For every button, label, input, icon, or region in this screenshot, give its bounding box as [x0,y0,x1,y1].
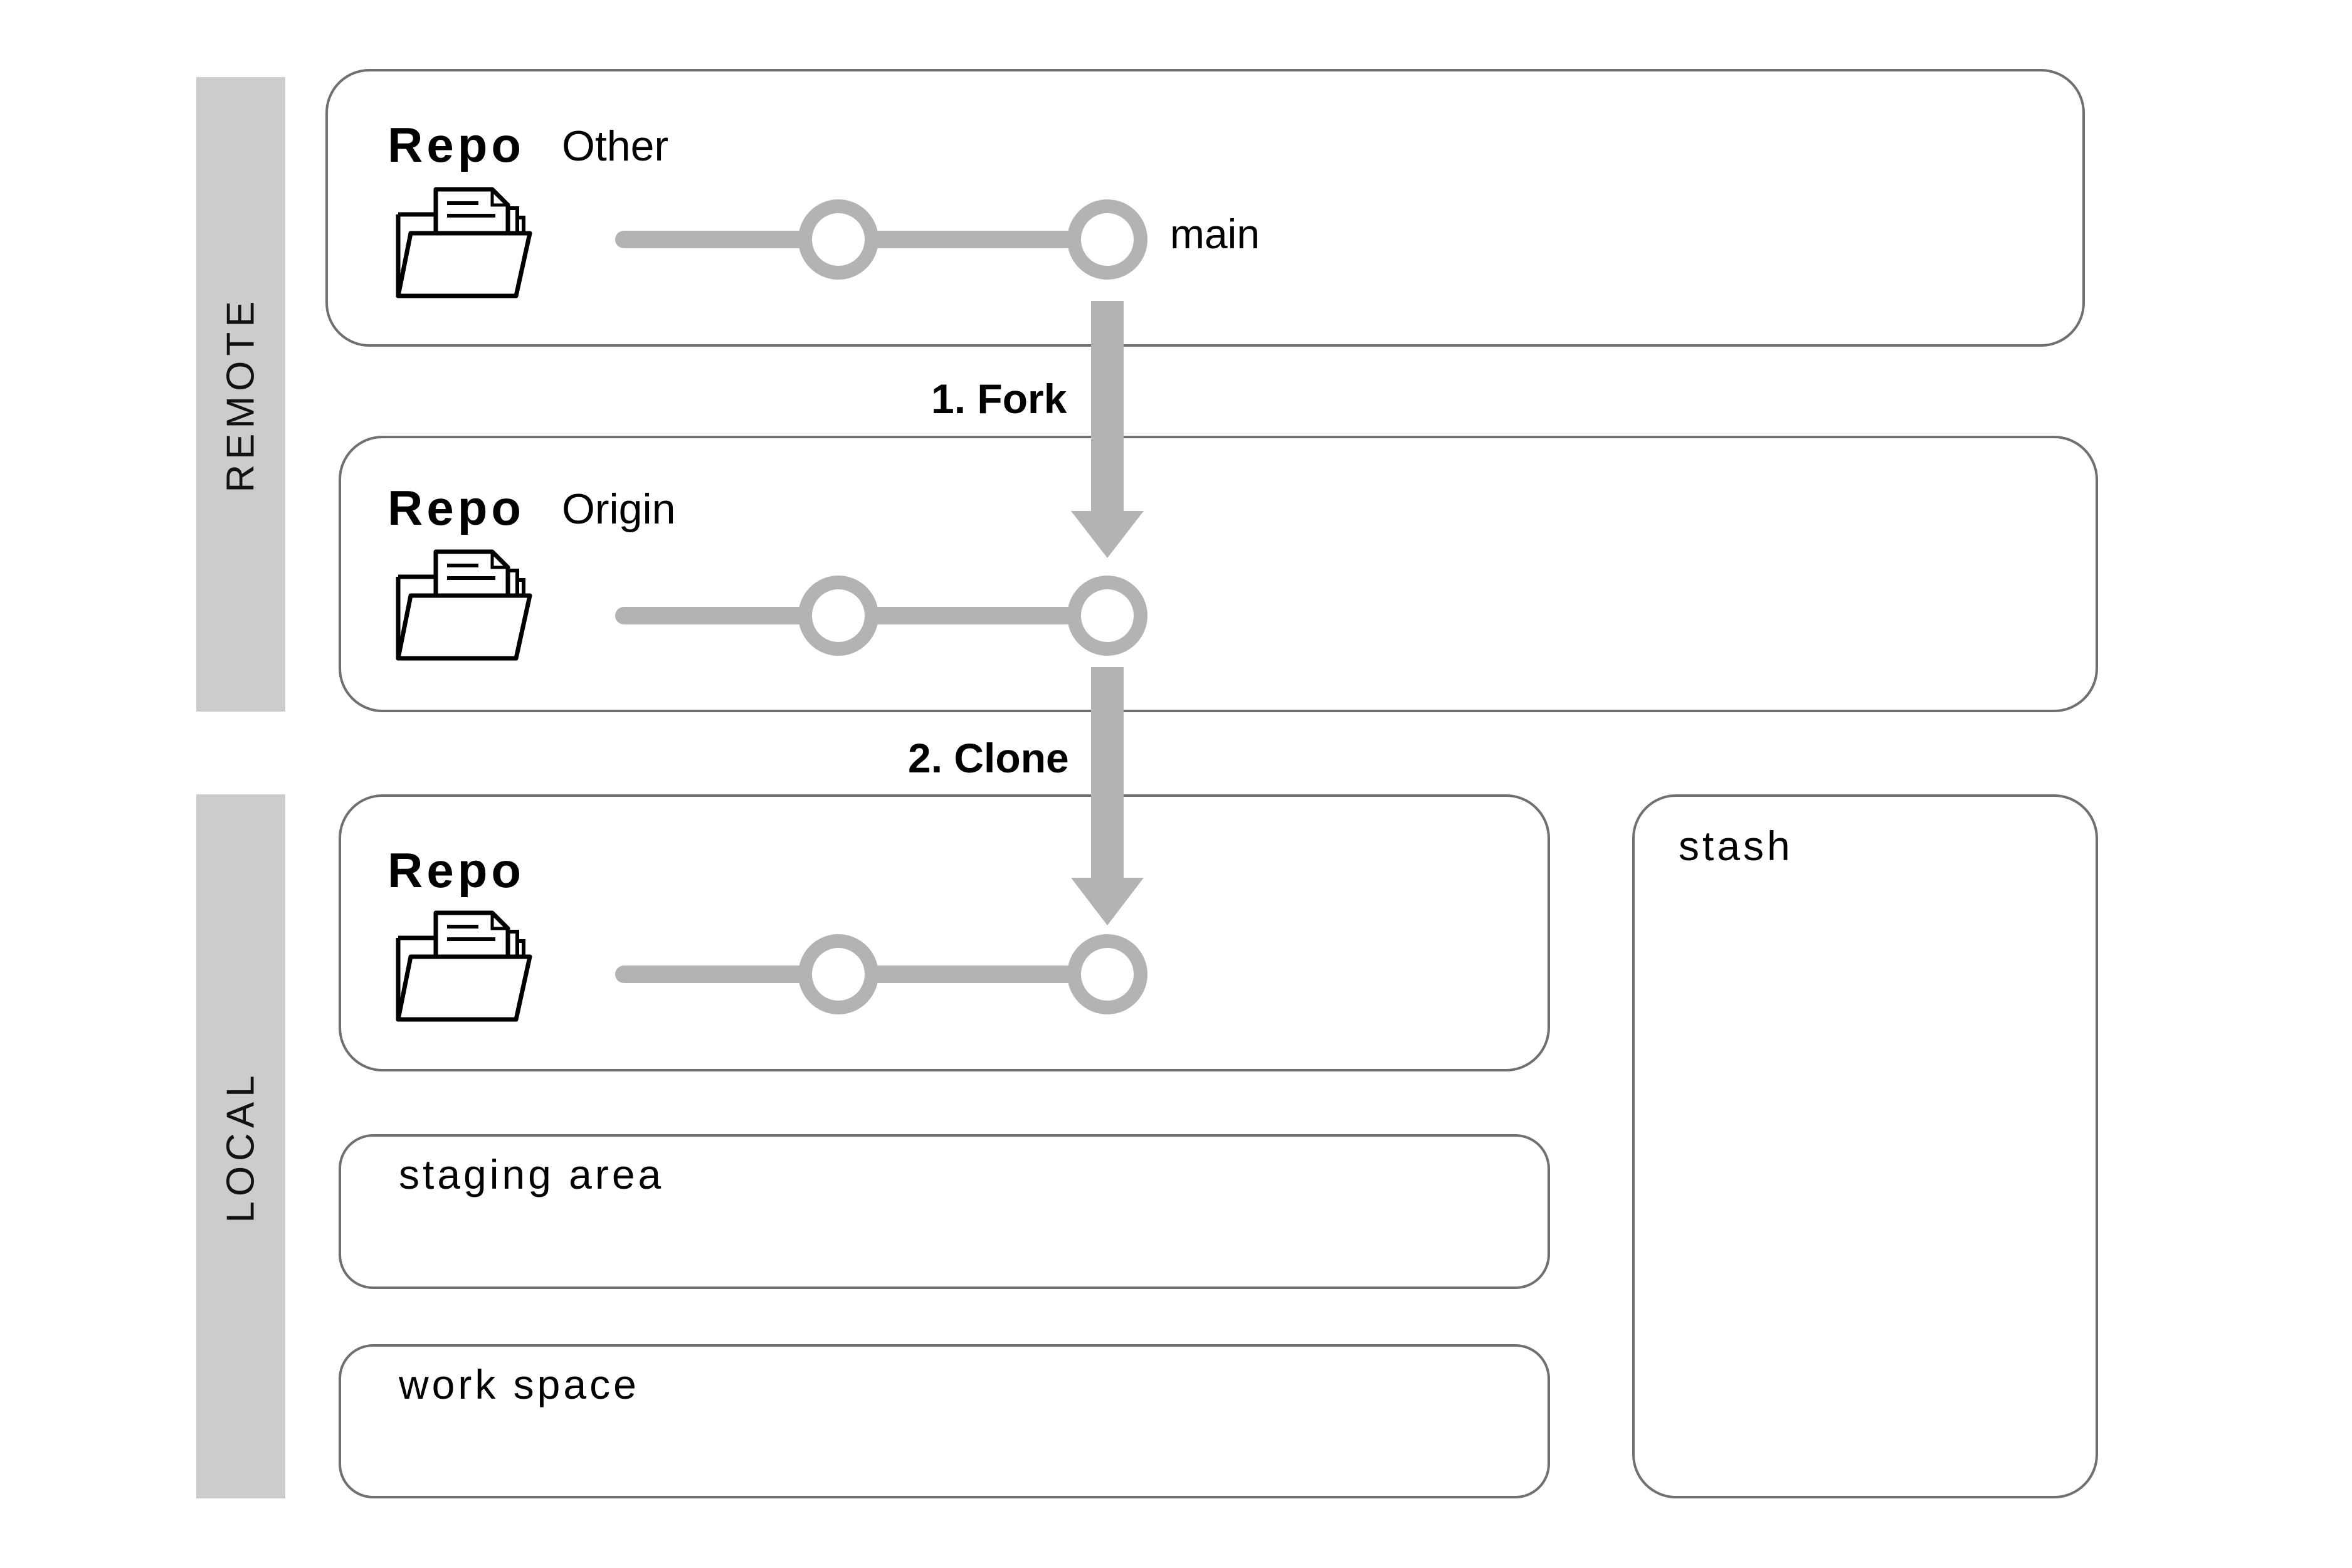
repo-origin-name: Origin [562,485,676,533]
folder-icon [398,552,530,658]
workspace-label: work space [399,1361,640,1408]
workspace-box: work space [339,1344,1550,1498]
step-fork-label: 1. Fork [931,376,1067,422]
commit-node-icon [1067,576,1147,656]
commit-node-icon [1067,199,1147,280]
folder-icon [398,189,530,296]
branch-label-main: main [1170,211,1260,257]
fork-arrow [1071,301,1144,558]
repo-local-box: Repo [339,794,1550,1071]
commit-node-icon [798,199,878,280]
commit-node-icon [1067,934,1147,1014]
commit-node-icon [798,934,878,1014]
commit-line-other [615,199,1147,280]
remote-band: REMOTE [196,77,285,712]
repo-other-name: Other [562,122,669,170]
repo-origin-box: Repo Origin [339,436,2098,712]
repo-other-title: Repo [388,117,525,172]
commit-line-local [615,934,1147,1014]
stash-box: stash [1632,794,2098,1498]
repo-origin-title: Repo [388,480,525,535]
stash-label: stash [1679,823,1793,869]
repo-local-title: Repo [388,843,525,898]
folder-icon [398,913,530,1019]
commit-node-icon [798,576,878,656]
repo-other-box: Repo Other [325,69,2085,347]
staging-area-box: staging area [339,1134,1550,1289]
staging-area-label: staging area [399,1151,665,1197]
arrow-down-icon [1071,511,1144,558]
commit-line-origin [615,576,1147,656]
arrow-down-icon [1071,878,1144,925]
clone-arrow [1071,667,1144,925]
step-clone-label: 2. Clone [908,735,1069,781]
local-band: LOCAL [196,794,285,1498]
